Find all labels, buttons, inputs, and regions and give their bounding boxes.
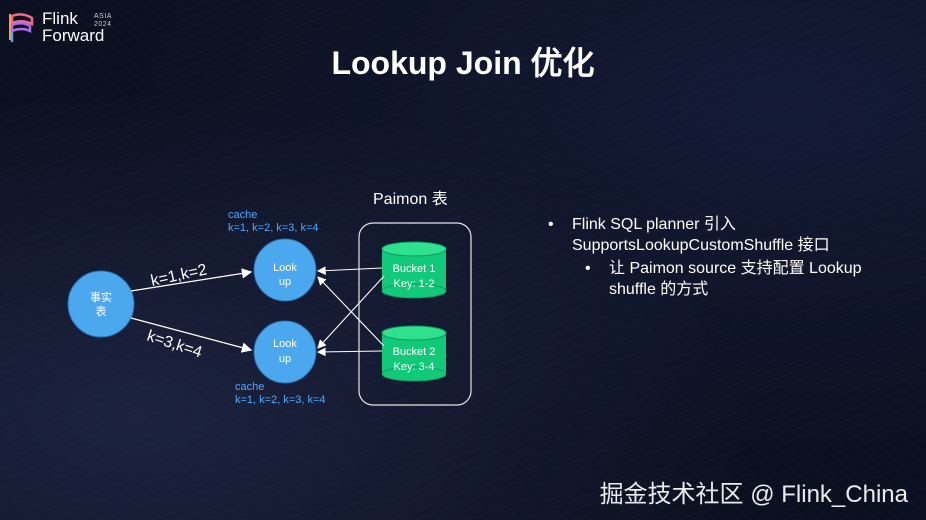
bucket-1-keys: Key: 1-2	[394, 278, 435, 290]
bullet-list: Flink SQL planner 引入 SupportsLookupCusto…	[548, 214, 868, 300]
bucket-1-name: Bucket 1	[393, 263, 436, 275]
bullet-text: Flink SQL planner 引入 SupportsLookupCusto…	[572, 216, 830, 254]
logo-tag-year: 2024	[94, 21, 112, 28]
sub-bullet-text: 让 Paimon source 支持配置 Lookup shuffle 的方式	[609, 260, 862, 298]
bucket-1-cylinder	[381, 241, 447, 299]
edge-fact-to-lookup-2	[130, 317, 253, 353]
edge-label-bottom: k=3,k=4	[145, 328, 204, 362]
cache-top: cache k=1, k=2, k=3, k=4	[228, 209, 319, 235]
bucket-2-name: Bucket 2	[393, 346, 436, 358]
lookup-node-2-label-1: Look	[273, 338, 297, 350]
fact-table-label-2: 表	[96, 304, 107, 318]
fact-table-label-1: 事实	[90, 290, 112, 304]
paimon-table-label: Paimon 表	[373, 191, 448, 208]
edge-label-top: k=1,k=2	[149, 261, 208, 289]
cache-bottom-label: cache	[235, 381, 265, 393]
lookup-node-2	[253, 320, 317, 384]
flink-forward-logo: Flink Forward	[8, 10, 104, 44]
watermark: 掘金技术社区 @ Flink_China	[599, 481, 908, 508]
cache-bottom: cache k=1, k=2, k=3, k=4	[235, 381, 326, 407]
logo-line-2: Forward	[42, 26, 105, 45]
fact-table-node	[67, 270, 135, 338]
lookup-node-1-label-2: up	[279, 276, 291, 288]
paimon-table-box	[358, 222, 472, 406]
lookup-node-2-label-2: up	[279, 353, 291, 365]
edge-bucket-2-to-lookup-2	[316, 347, 383, 357]
cache-top-label: cache	[228, 209, 258, 221]
bullet-item: Flink SQL planner 引入 SupportsLookupCusto…	[548, 214, 868, 256]
lookup-node-1	[253, 238, 317, 302]
cache-bottom-keys: k=1, k=2, k=3, k=4	[235, 394, 326, 406]
edge-fact-to-lookup-1	[130, 268, 253, 292]
bucket-2-cylinder	[381, 325, 447, 382]
flink-logo-icon	[9, 13, 34, 42]
logo-line-1: Flink	[42, 9, 78, 28]
sub-bullet-item: 让 Paimon source 支持配置 Lookup shuffle 的方式	[585, 258, 868, 300]
bucket-2-keys: Key: 3-4	[394, 361, 435, 373]
cache-top-keys: k=1, k=2, k=3, k=4	[228, 222, 319, 234]
lookup-node-1-label-1: Look	[273, 262, 297, 274]
logo-event-tag: ASIA 2024	[94, 13, 112, 29]
edge-bucket-2-to-lookup-1	[317, 276, 385, 347]
slide-title: Lookup Join 优化	[331, 45, 595, 81]
logo-tag-asia: ASIA	[94, 13, 112, 20]
edge-bucket-1-to-lookup-1	[316, 266, 383, 276]
